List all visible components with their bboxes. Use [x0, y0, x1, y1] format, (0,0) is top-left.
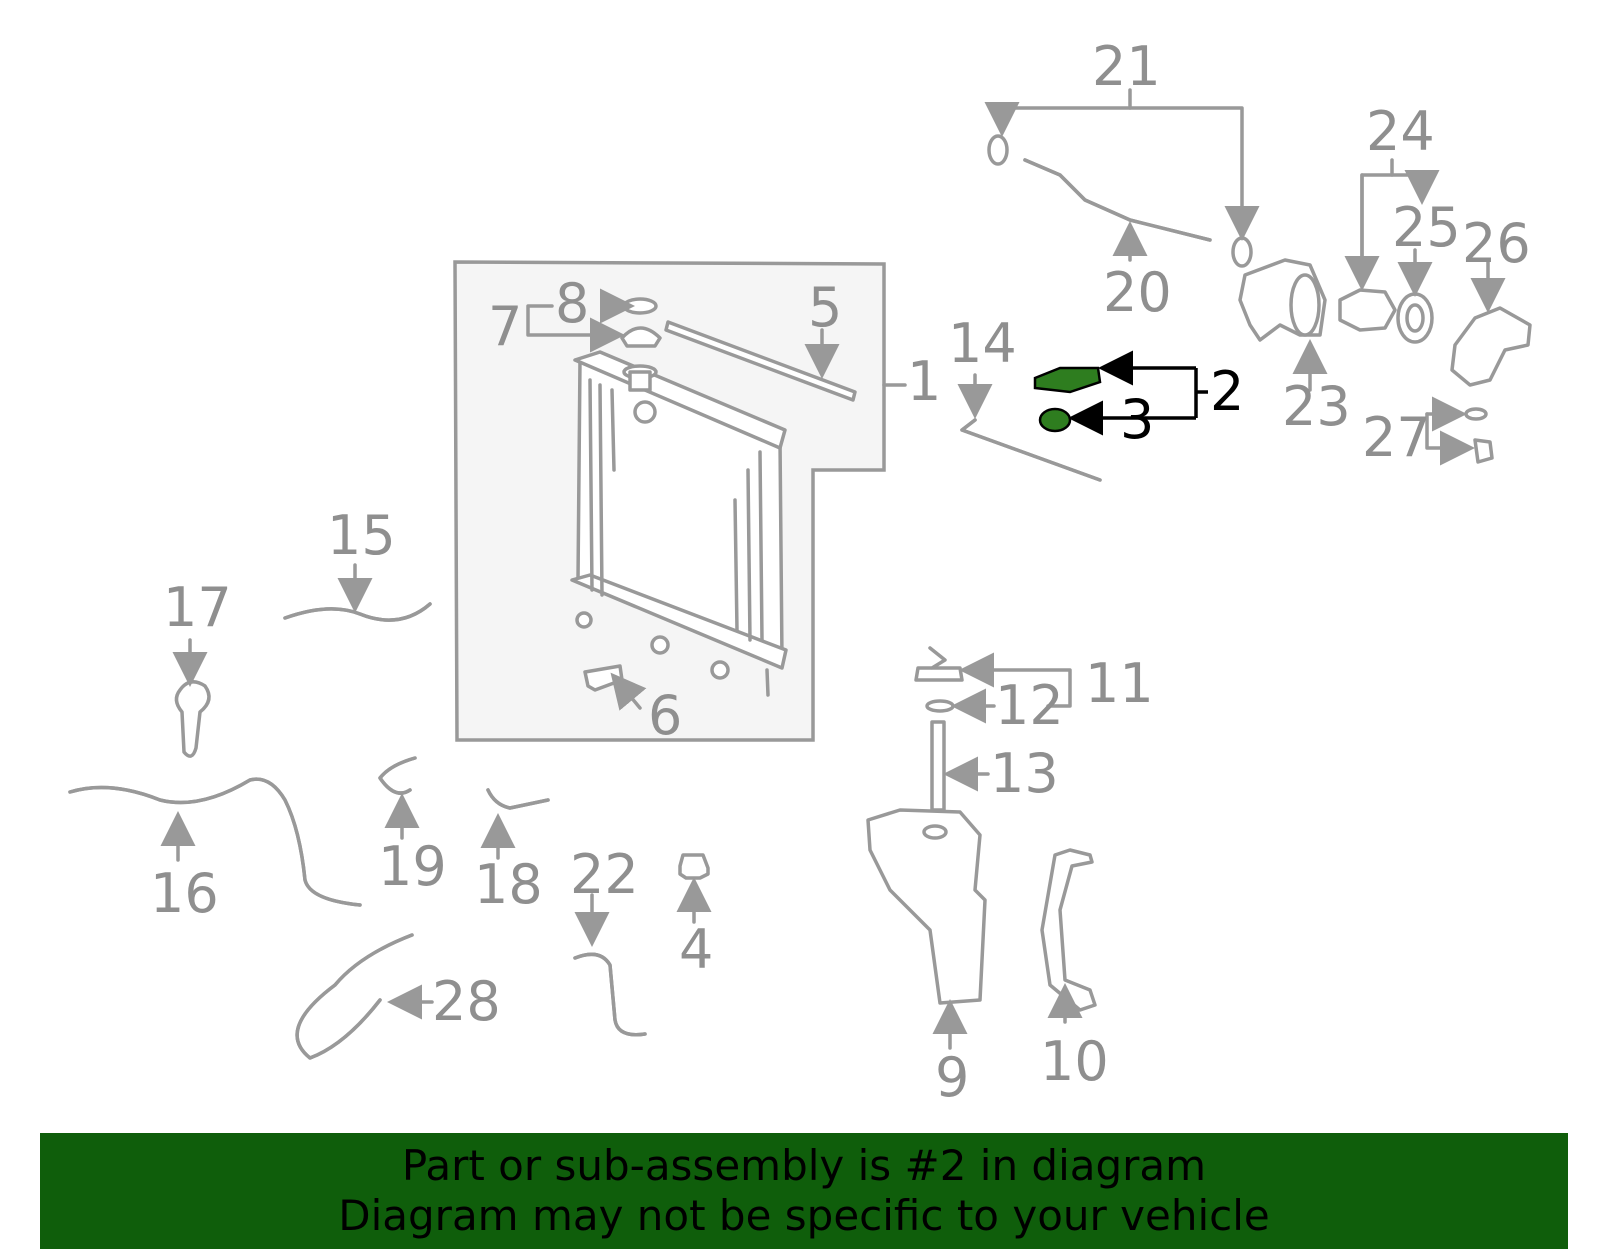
part-24-icon — [1338, 288, 1397, 332]
part-28-icon — [295, 933, 414, 1060]
banner-line-2: Diagram may not be specific to your vehi… — [338, 1191, 1270, 1240]
callout-18: 18 — [474, 853, 543, 916]
callout-25: 25 — [1392, 196, 1461, 259]
callout-3: 3 — [1120, 388, 1154, 451]
banner-line-1: Part or sub-assembly is #2 in diagram — [401, 1141, 1207, 1190]
part-21-oring-right-icon — [1231, 236, 1253, 268]
callout-2: 2 — [1210, 360, 1244, 423]
part-17-icon — [174, 680, 211, 758]
callout-13: 13 — [990, 742, 1059, 805]
part-2-highlighted-icon — [1033, 366, 1102, 394]
part-3-icon — [1038, 407, 1072, 433]
callout-15: 15 — [327, 504, 396, 567]
callout-5: 5 — [808, 276, 842, 339]
callout-6: 6 — [648, 684, 682, 747]
part-6-icon — [583, 664, 624, 692]
callout-16: 16 — [150, 862, 219, 925]
callout-24: 24 — [1366, 100, 1435, 163]
callout-28: 28 — [432, 970, 501, 1033]
part-12-icon — [925, 699, 955, 713]
callout-7: 7 — [488, 295, 522, 358]
part-26-icon — [1450, 306, 1532, 387]
part-4-icon — [678, 853, 710, 880]
part-13-icon — [930, 720, 946, 812]
callout-23: 23 — [1282, 375, 1351, 438]
callout-20: 20 — [1103, 261, 1172, 324]
callout-9: 9 — [935, 1046, 969, 1109]
callout-10: 10 — [1040, 1030, 1109, 1093]
callout-14: 14 — [948, 312, 1017, 375]
part-27-oring-icon — [1464, 407, 1488, 421]
radiator-icon — [570, 350, 788, 697]
callout-19: 19 — [378, 835, 447, 898]
info-banner: Part or sub-assembly is #2 in diagram Di… — [40, 1133, 1568, 1249]
part-25-icon — [1396, 292, 1434, 344]
callout-22: 22 — [570, 843, 639, 906]
part-9-reservoir-icon — [866, 808, 987, 1005]
callout-8: 8 — [555, 272, 589, 335]
callout-12: 12 — [995, 674, 1064, 737]
part-10-bracket-icon — [1040, 848, 1097, 1012]
callout-1: 1 — [907, 350, 941, 413]
callout-11: 11 — [1085, 652, 1154, 715]
callout-27: 27 — [1362, 406, 1431, 469]
part-5-icon — [664, 320, 857, 402]
callout-4: 4 — [679, 918, 713, 981]
part-21-oring-left-icon — [987, 134, 1009, 166]
callout-26: 26 — [1462, 212, 1531, 275]
part-27-sensor-icon — [1473, 438, 1494, 464]
callout-21: 21 — [1092, 35, 1161, 98]
callout-17: 17 — [163, 576, 232, 639]
part-11-icon — [914, 646, 964, 682]
